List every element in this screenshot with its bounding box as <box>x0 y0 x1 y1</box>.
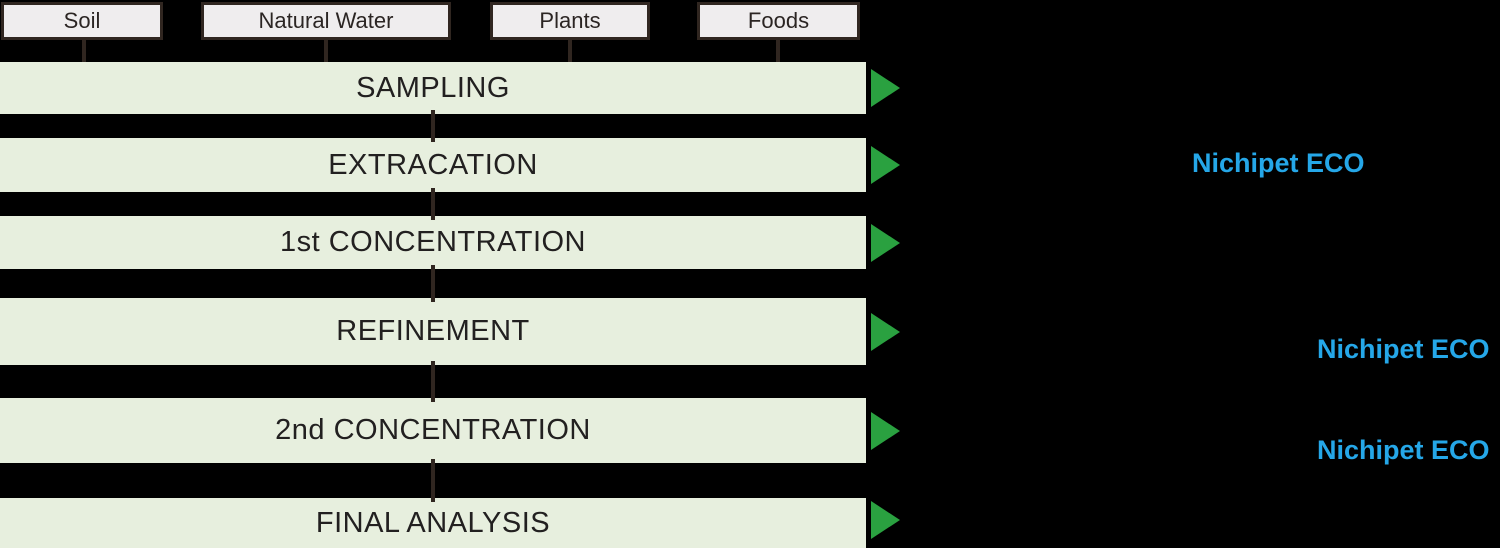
connector-line <box>82 40 86 68</box>
source-box-label: Natural Water <box>258 8 394 33</box>
source-box-label: Soil <box>63 8 101 33</box>
source-box-natural-water: Natural Water <box>201 2 451 40</box>
connector-line <box>324 40 328 68</box>
connector-line <box>431 110 435 142</box>
connector-line <box>431 265 435 302</box>
connector-line <box>776 40 780 68</box>
step-bar-sampling: SAMPLING <box>0 62 866 114</box>
step-label: EXTRACATION <box>328 148 538 181</box>
connector-line <box>431 361 435 402</box>
arrow-right-icon <box>871 501 900 539</box>
source-box-label: Foods <box>747 8 810 33</box>
step-bar-2nd-concentration: 2nd CONCENTRATION <box>0 398 866 463</box>
step-label: FINAL ANALYSIS <box>315 506 551 539</box>
arrow-right-icon <box>871 69 900 107</box>
source-box-label: Plants <box>539 8 601 33</box>
step-bar-refinement: REFINEMENT <box>0 298 866 365</box>
annotation-nichipet-eco: Nichipet ECO <box>1192 148 1365 178</box>
source-box-foods: Foods <box>697 2 860 40</box>
step-label: 2nd CONCENTRATION <box>275 414 591 446</box>
step-bar-extracation: EXTRACATION <box>0 138 866 192</box>
step-label: SAMPLING <box>356 71 510 104</box>
arrow-right-icon <box>871 412 900 450</box>
connector-line <box>431 188 435 220</box>
arrow-right-icon <box>871 224 900 262</box>
arrow-right-icon <box>871 146 900 184</box>
step-label: 1st CONCENTRATION <box>279 226 587 258</box>
source-box-plants: Plants <box>490 2 650 40</box>
connector-line <box>431 459 435 502</box>
annotation-nichipet-eco: Nichipet ECO <box>1317 334 1490 364</box>
arrow-right-icon <box>871 313 900 351</box>
step-bar-1st-concentration: 1st CONCENTRATION <box>0 216 866 269</box>
annotation-nichipet-eco: Nichipet ECO <box>1317 435 1490 465</box>
step-label: REFINEMENT <box>336 315 530 347</box>
source-box-soil: Soil <box>1 2 163 40</box>
step-bar-final-analysis: FINAL ANALYSIS <box>0 498 866 548</box>
connector-line <box>568 40 572 68</box>
